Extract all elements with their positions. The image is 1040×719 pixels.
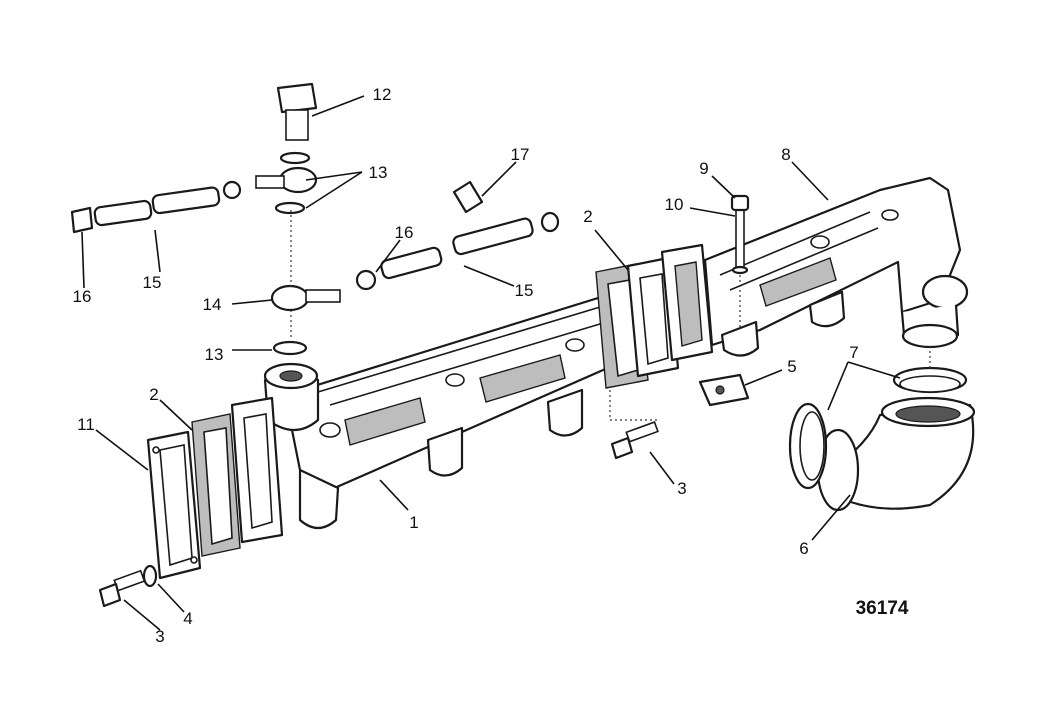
callout-15-left: 15 [143,273,162,292]
flange-left [230,396,284,544]
callout-13-upper: 13 [369,163,388,182]
hose-clamp-7-lower [788,402,828,490]
banjo-fitting-14 [270,284,341,312]
callout-1: 1 [409,513,418,532]
callout-labels: 1 2 2 3 3 4 5 6 7 8 9 10 11 12 13 13 14 … [73,85,909,646]
hose-15-right [380,217,534,280]
callout-5: 5 [787,357,796,376]
banjo-bolt-12 [276,82,318,141]
figure-number: 36174 [856,598,909,619]
callout-15-right: 15 [515,281,534,300]
callout-16-left: 16 [73,287,92,306]
callout-17: 17 [511,145,530,164]
callout-14: 14 [203,295,222,314]
callout-11: 11 [77,415,95,434]
gasket-2-left [191,413,241,557]
callout-2-left: 2 [149,385,158,404]
callout-8: 8 [781,145,790,164]
clamp-left-small [222,180,242,200]
callout-6: 6 [799,539,808,558]
gasket-elbow [660,243,714,362]
leader-lines [81,95,901,631]
hose-15-left [93,186,221,227]
callout-3-left: 3 [155,627,164,646]
callout-10: 10 [665,195,684,214]
clamp-right-small [540,211,560,233]
hose-elbow-6 [816,396,976,512]
elbow-manifold-8 [703,176,969,357]
cap-9 [730,194,750,212]
manifold-body [263,273,667,530]
clamp-16-left [70,206,94,234]
fitting-upper [255,166,318,194]
bracket-5 [698,373,750,407]
alignment-guides [290,210,931,421]
clamp-16-right [355,269,377,291]
washer-13-middle [274,201,306,215]
washer-13-upper [279,151,311,165]
callout-7: 7 [849,343,858,362]
hose-clamp-7-upper [892,366,968,394]
washer-13-lower [272,340,308,356]
callout-13-lower: 13 [205,345,224,364]
bolt-3-left [98,569,146,608]
clip-17 [452,180,484,214]
callout-16-right: 16 [395,223,414,242]
callout-4: 4 [183,609,192,628]
callout-9: 9 [699,159,708,178]
end-plate-11 [146,430,202,580]
callout-3-right: 3 [677,479,686,498]
washer-4 [142,564,158,588]
callout-2-right: 2 [583,207,592,226]
bolt-3-right [610,421,659,460]
callout-12: 12 [373,85,392,104]
